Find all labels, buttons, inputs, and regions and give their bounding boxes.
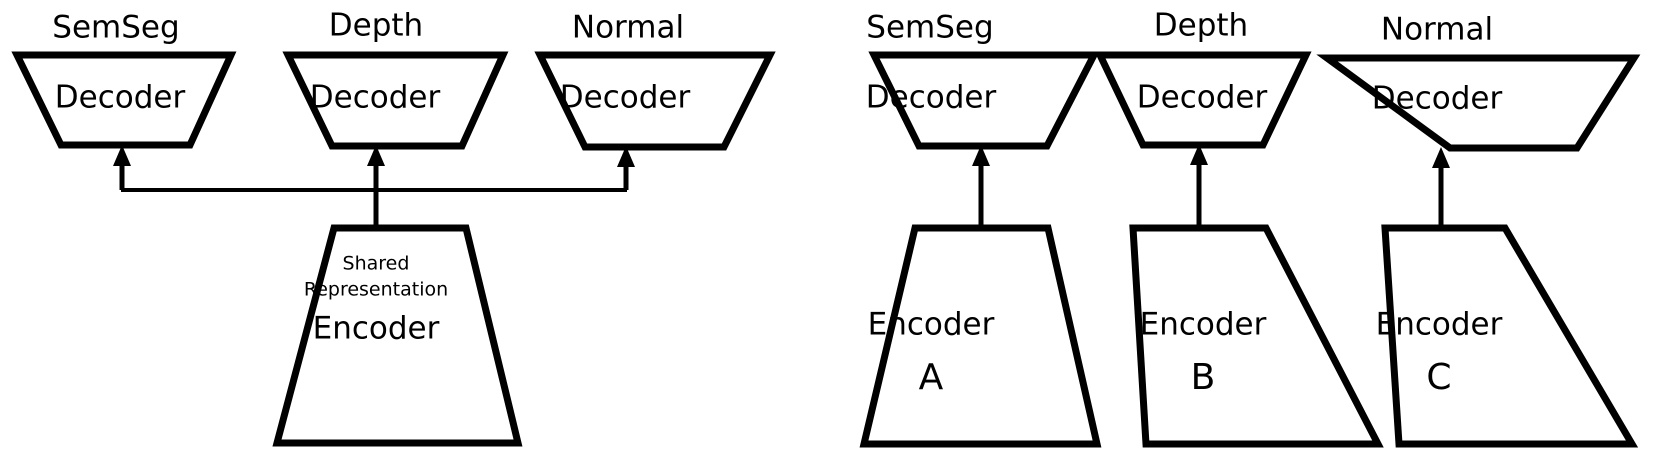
right-task-label-normal: Normal (1381, 12, 1493, 48)
arrowhead-right-semseg-decoder (972, 145, 990, 166)
encoder-a-label: Encoder (868, 307, 995, 343)
encoder-a-shape (859, 224, 1102, 448)
encoder-b-letter: B (1191, 357, 1216, 398)
arrowhead-right-normal-decoder (1432, 147, 1450, 168)
encoder-c-letter: C (1426, 357, 1451, 398)
encoder-c-label: Encoder (1376, 307, 1503, 343)
left-depth-decoder-shape (282, 51, 509, 150)
left-semseg-decoder-label: Decoder (55, 80, 186, 116)
encoder-c-shape (1381, 224, 1639, 448)
left-normal-decoder-shape (534, 51, 776, 151)
shared-encoder-shape (272, 224, 523, 447)
left-normal-decoder-label: Decoder (560, 80, 691, 116)
left-task-label-normal: Normal (572, 10, 684, 46)
right-task-label-depth: Depth (1154, 8, 1248, 44)
shared-encoder-label: Encoder (313, 311, 440, 347)
arrowhead-right-depth-decoder (1190, 144, 1208, 165)
arrowhead-normal-decoder (617, 146, 635, 167)
right-depth-decoder-shape (1094, 51, 1312, 149)
right-task-label-semseg: SemSeg (866, 10, 993, 46)
right-depth-decoder-label: Decoder (1137, 80, 1268, 116)
right-panel-group: SemSeg Depth Normal Decoder Decoder Deco… (859, 8, 1641, 448)
left-panel-group: SemSeg Depth Normal Decoder Decoder Deco… (11, 8, 776, 447)
right-semseg-decoder-shape (868, 51, 1100, 150)
right-semseg-decoder-label: Decoder (866, 80, 997, 116)
shared-encoder-caption-line1: Shared (343, 253, 410, 275)
arrowhead-depth-decoder (367, 145, 385, 166)
encoder-b-shape (1129, 224, 1384, 448)
left-task-label-depth: Depth (329, 8, 423, 44)
left-depth-decoder-label: Decoder (310, 80, 441, 116)
shared-encoder-caption-line2: Representation (304, 279, 448, 301)
encoder-a-letter: A (919, 357, 944, 398)
right-normal-decoder-shape (1316, 54, 1641, 152)
left-semseg-decoder-shape (11, 51, 237, 149)
encoder-b-label: Encoder (1140, 307, 1267, 343)
right-normal-decoder-label: Decoder (1372, 81, 1503, 117)
left-task-label-semseg: SemSeg (52, 10, 179, 46)
arrowhead-semseg-decoder (113, 145, 131, 166)
